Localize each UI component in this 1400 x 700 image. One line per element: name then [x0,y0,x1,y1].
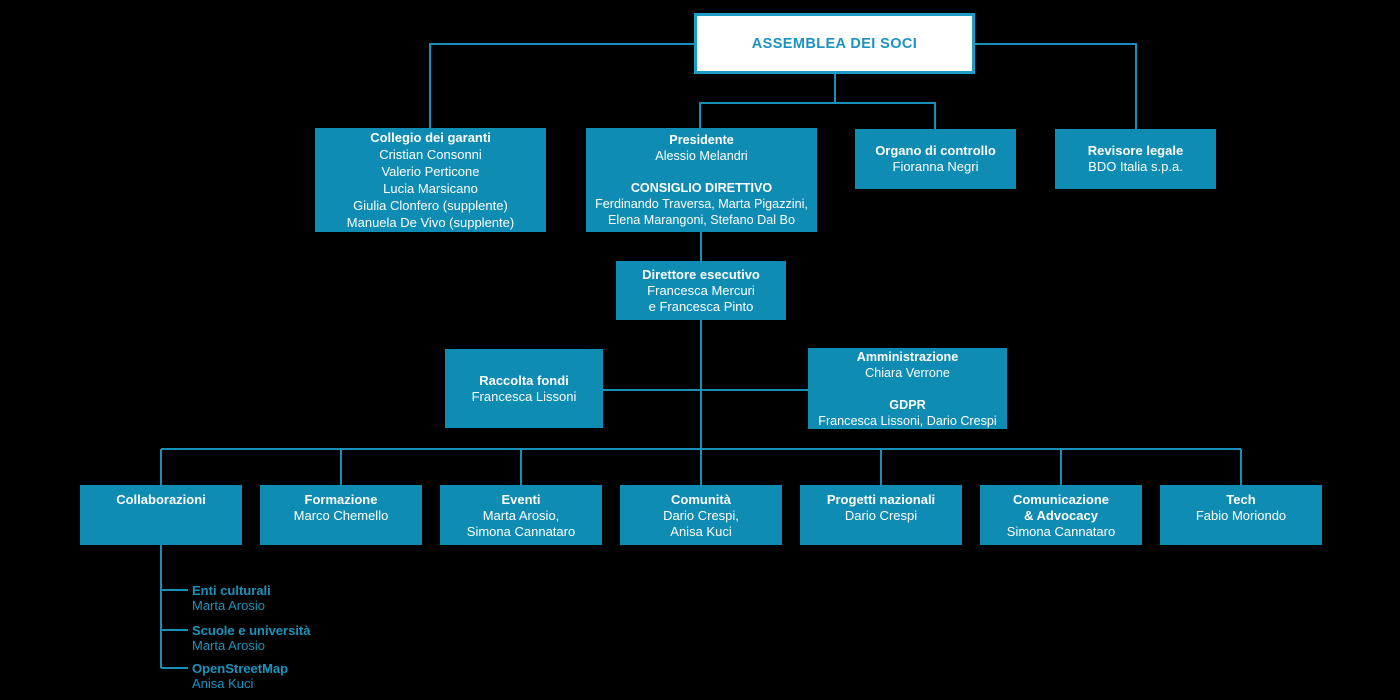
member-name: Simona Cannataro [466,524,576,539]
org-box-revisore-legale: Revisore legale BDO Italia s.p.a. [1055,129,1216,189]
member-name: BDO Italia s.p.a. [1088,159,1183,174]
member-name: Ferdinando Traversa, Marta Pigazzini, [595,197,808,211]
org-box-direttore-esecutivo: Direttore esecutivo Francesca Mercuri e … [616,261,786,320]
box-title: & Advocacy [1024,508,1098,523]
box-title: Amministrazione [856,349,959,364]
org-box-presidente-consiglio-direttivo: Presidente Alessio Melandri CONSIGLIO DI… [586,128,817,232]
box-title: Comunità [671,492,731,507]
subitem-openstreetmap: OpenStreetMap Anisa Kuci [192,661,288,691]
box-title: Tech [1226,492,1256,507]
subitem-name: Marta Arosio [192,638,265,653]
subitem-enti-culturali: Enti culturali Marta Arosio [192,583,271,613]
member-name: Francesca Mercuri [647,282,755,298]
member-name: Chiara Verrone [865,365,950,380]
box-title: Formazione [304,492,378,507]
blank-line [808,381,1007,397]
org-box-assemblea-dei-soci: ASSEMBLEA DEI SOCI [694,13,975,74]
org-box-comunicazione-advocacy: Comunicazione & Advocacy Simona Cannatar… [980,485,1142,545]
subitem-title: Scuole e università [192,623,311,638]
org-box-organo-di-controllo: Organo di controllo Fioranna Negri [855,129,1016,189]
member-name: Francesca Lissoni [471,388,577,404]
member-name: Anisa Kuci [670,524,732,539]
subitem-title: OpenStreetMap [192,661,289,676]
box-title: Progetti nazionali [826,492,936,507]
box-title: Presidente [669,133,734,147]
box-title: Organo di controllo [875,143,996,158]
member-name: Francesca Lissoni, Dario Crespi [818,413,997,428]
org-box-progetti-nazionali: Progetti nazionali Dario Crespi [800,485,962,545]
org-box-comunita: Comunità Dario Crespi, Anisa Kuci [620,485,782,545]
org-box-amministrazione-gdpr: Amministrazione Chiara Verrone GDPR Fran… [808,348,1007,429]
org-box-raccolta-fondi: Raccolta fondi Francesca Lissoni [445,349,603,428]
box-title: Eventi [501,492,541,507]
subitem-scuole-e-universita: Scuole e università Marta Arosio [192,623,311,653]
subitem-name: Marta Arosio [192,598,265,613]
org-box-formazione: Formazione Marco Chemello [260,485,422,545]
org-box-collegio-dei-garanti: Collegio dei garanti Cristian Consonni V… [315,128,546,232]
box-title: Direttore esecutivo [642,266,760,282]
box-title: ASSEMBLEA DEI SOCI [751,35,918,52]
box-title: Raccolta fondi [479,372,569,388]
member-name: Elena Marangoni, Stefano Dal Bo [608,213,795,227]
member-name: Marco Chemello [293,508,389,523]
subitem-name: Anisa Kuci [192,676,254,691]
member-name: Alessio Melandri [655,149,748,163]
org-box-collaborazioni: Collaborazioni [80,485,242,545]
member-name: Dario Crespi [844,508,918,523]
subitem-title: Enti culturali [192,583,271,598]
box-title: Collegio dei garanti [370,130,491,145]
box-title: Comunicazione [1012,492,1110,507]
box-title: Revisore legale [1087,143,1184,158]
member-name: Fabio Moriondo [1195,508,1287,523]
member-name: Manuela De Vivo (supplente) [346,215,515,230]
member-name: Giulia Clonfero (supplente) [353,198,508,213]
box-title: Collaborazioni [116,492,206,507]
box-subtitle: CONSIGLIO DIRETTIVO [630,181,773,195]
org-box-eventi: Eventi Marta Arosio, Simona Cannataro [440,485,602,545]
member-name: Marta Arosio, [482,508,560,523]
member-name: Cristian Consonni [379,147,482,162]
member-name: Simona Cannataro [1006,524,1116,539]
blank-line [586,164,817,180]
member-name: Dario Crespi, [663,508,739,523]
member-name: Fioranna Negri [892,159,979,174]
member-name: e Francesca Pinto [648,298,754,314]
member-name: Valerio Perticone [381,164,480,179]
box-subtitle: GDPR [889,397,926,412]
member-name: Lucia Marsicano [383,181,478,196]
org-box-tech: Tech Fabio Moriondo [1160,485,1322,545]
